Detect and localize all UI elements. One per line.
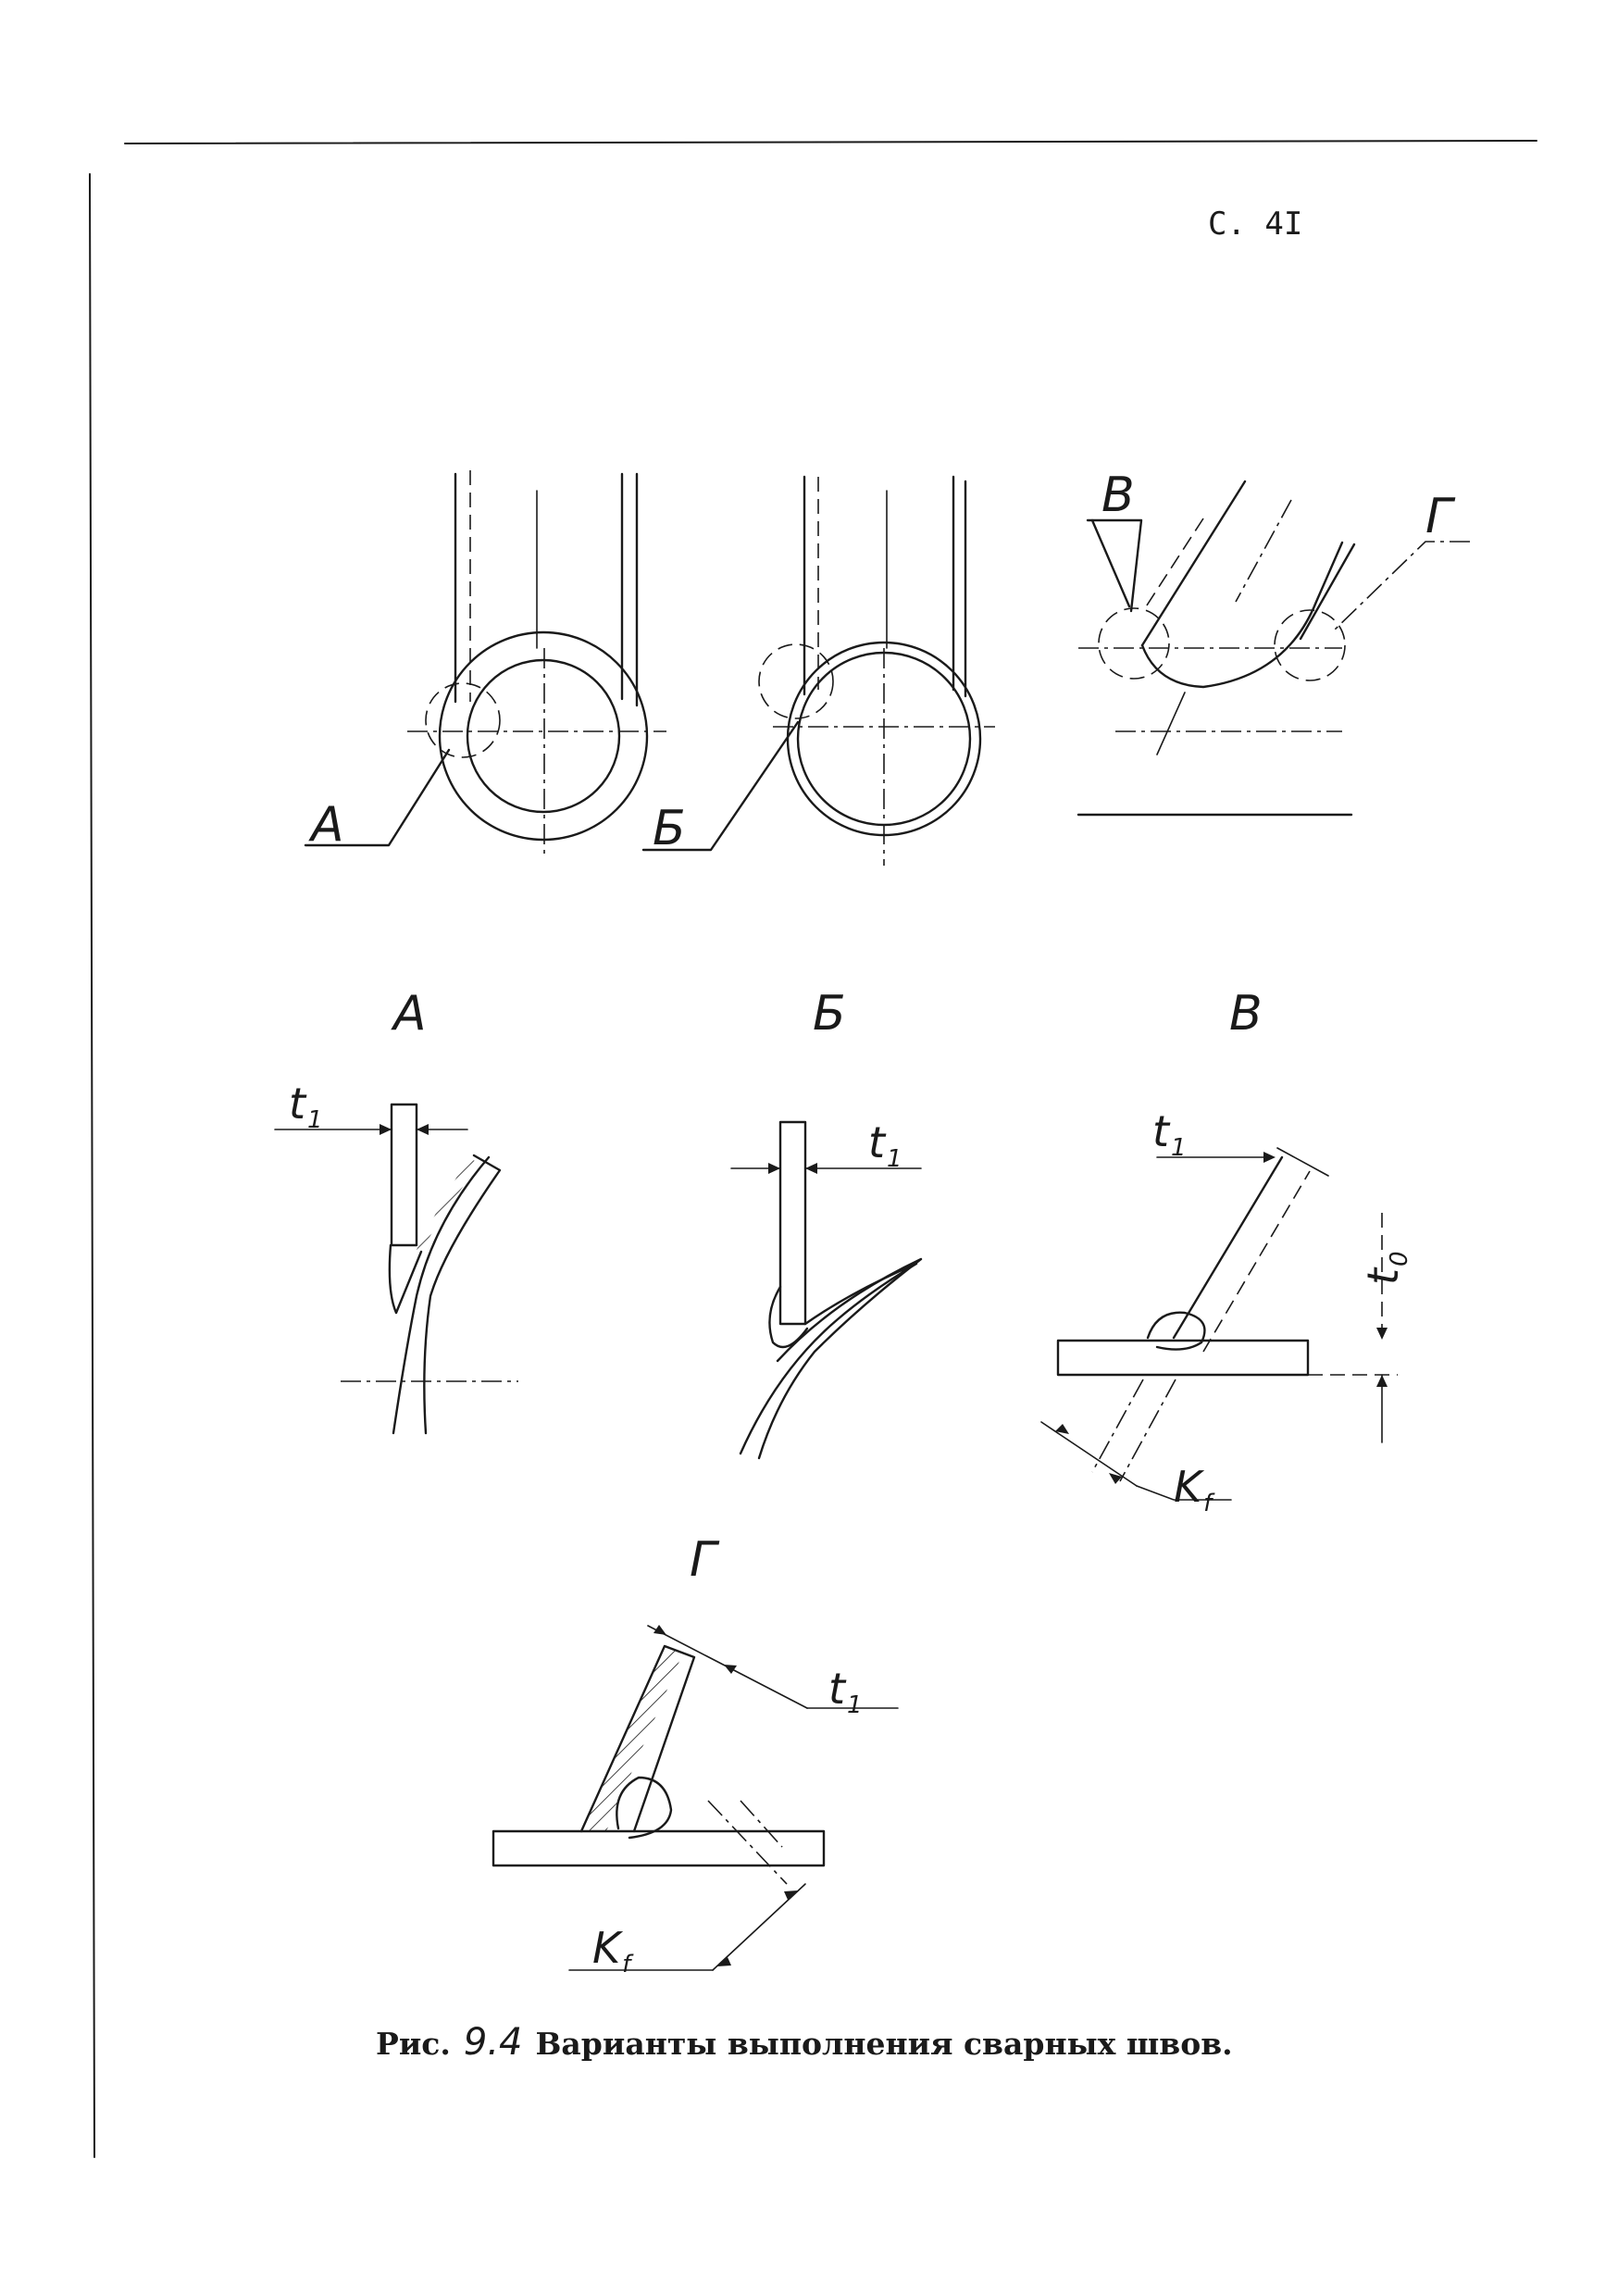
callout-v-label: В — [1101, 468, 1135, 523]
detail-a: t1 — [274, 1079, 518, 1435]
detail-g-kf-label: Kf — [592, 1923, 634, 1978]
detail-v: t1 t0 Kf — [1040, 1106, 1413, 1517]
detail-g: t1 Kf — [492, 1625, 899, 1978]
caption-figure-number: 9.4 — [463, 2021, 523, 2064]
detail-b: t1 — [730, 1117, 923, 1460]
page-number: С. 4I — [1208, 206, 1303, 243]
figure-caption: Рис. 9.4 Варианты выполнения сварных швов. — [376, 2021, 1233, 2064]
detail-g-t1-label: t1 — [828, 1664, 863, 1719]
top-rule — [124, 140, 1537, 144]
overview-b: Б — [641, 475, 995, 866]
caption-text: Варианты выполнения сварных швов. — [535, 2026, 1233, 2062]
detail-a-title: А — [391, 986, 427, 1042]
callout-g-label: Г — [1425, 489, 1456, 544]
detail-a-t1-label: t1 — [289, 1079, 323, 1134]
overview-v-g: В Г — [1077, 468, 1470, 817]
caption-prefix: Рис. — [376, 2026, 451, 2062]
left-rule — [89, 173, 95, 2158]
callout-b-label: Б — [653, 801, 686, 856]
detail-g-title: Г — [690, 1532, 720, 1588]
detail-v-t1-label: t1 — [1152, 1106, 1187, 1162]
detail-v-kf-label: Kf — [1174, 1462, 1215, 1517]
detail-b-title: Б — [813, 986, 846, 1042]
detail-b-t1-label: t1 — [868, 1117, 902, 1173]
page-frame — [89, 140, 1537, 2158]
detail-v-t0-label: t0 — [1358, 1251, 1413, 1285]
detail-v-title: В — [1229, 986, 1263, 1042]
callout-a-label: А — [308, 797, 344, 853]
overview-a: А — [304, 470, 666, 856]
